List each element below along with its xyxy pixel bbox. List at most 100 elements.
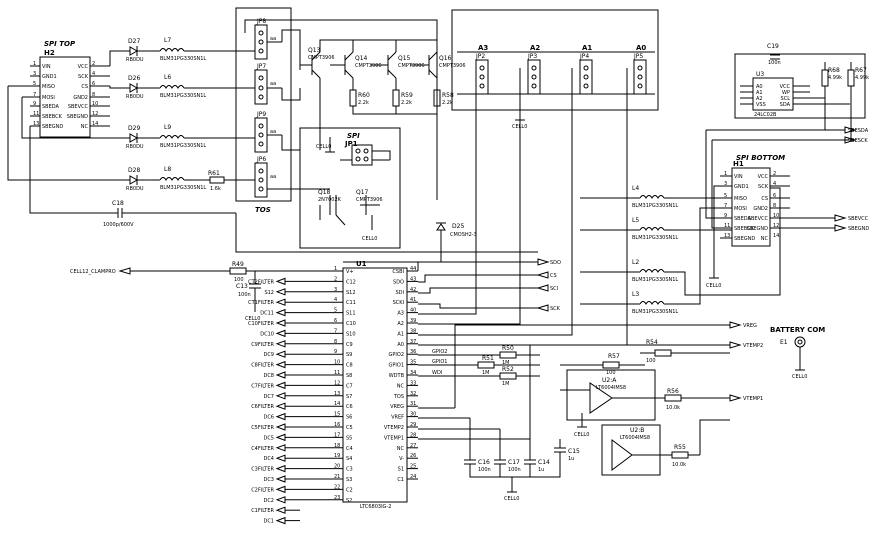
u1-pin-name-left: S6	[346, 415, 352, 421]
bus-sbesck: SBESCK	[848, 138, 868, 144]
u1-pin-name-right: NC	[397, 383, 405, 389]
u3-pin-right: VCC	[780, 84, 791, 90]
h1-pin-num-left: 1	[724, 171, 727, 177]
u1-pin-num-left: 23	[334, 495, 340, 501]
r61-value: 1.6k	[210, 186, 221, 192]
u1-pin-name-right: TOS	[393, 394, 404, 400]
u1-pin-num-left: 10	[334, 360, 340, 366]
diode-ref: D26	[128, 75, 140, 82]
u1-pin-num-left: 2	[334, 276, 337, 282]
h2-pin-num-right: 2	[92, 61, 95, 67]
u1-pin-name-left: S4	[346, 456, 352, 462]
h2-pin-num-right: 14	[92, 121, 98, 127]
u3-part: 24LC02B	[754, 112, 777, 118]
u1-pin-name-right: S1	[398, 467, 404, 473]
u1-left-net: C5FILTER	[251, 425, 274, 431]
h1-pin-name-right: SBEGND	[747, 226, 768, 232]
cap-value: 1u	[568, 456, 574, 462]
u1-pin-name-left: C12	[346, 279, 356, 285]
jumper-pin-label: aa	[270, 81, 276, 87]
r55-value: 10.0k	[672, 462, 686, 468]
r68-value: 4.99k	[828, 75, 842, 81]
u1-left-net: DC2	[263, 498, 274, 504]
bus-sbevcc: SBEVCC	[848, 216, 869, 222]
u3-pin-right: SDA	[780, 102, 791, 108]
r51-ref: R51	[482, 355, 494, 362]
addr-label: A2	[530, 44, 540, 52]
u1-pin-name-right: NC	[397, 446, 405, 452]
cap-value: 100n	[478, 467, 491, 473]
u1-pin-name-left: S12	[346, 290, 356, 296]
u1-left-net: C7FILTER	[251, 383, 274, 389]
u1-ref: U1	[356, 260, 367, 268]
u1-pin-num-right: 39	[410, 318, 416, 324]
u1-pin-name-right: A0	[397, 342, 404, 348]
transistor-part: CMPT3906	[356, 197, 383, 203]
r56-value: 10.0k	[666, 405, 680, 411]
out-vtemp2: VTEMP2	[743, 343, 763, 349]
r49-value: 100	[234, 277, 244, 283]
u1-pin-name-left: C5	[346, 425, 353, 431]
resistor-value: 2.2k	[401, 100, 412, 106]
r55-ref: R55	[674, 444, 686, 451]
inductor-part: BLM31PG330SN1L	[160, 56, 206, 62]
u1-pin-num-left: 4	[334, 297, 337, 303]
transistor-ref: Q14	[355, 55, 368, 62]
h2-pin-num-left: 3	[33, 71, 36, 77]
u1-left-net: C8FILTER	[251, 363, 274, 369]
h1-pin-name-left: SBEDA	[734, 216, 752, 222]
gnd-label-addr: CELL0	[512, 124, 527, 130]
transistor-ref: Q15	[398, 55, 411, 62]
u1-pin-num-left: 17	[334, 432, 340, 438]
transistor-ref: Q17	[356, 189, 369, 196]
u1-pin-name-left: C2	[346, 487, 353, 493]
h1-pin-num-left: 3	[724, 181, 727, 187]
h1-pin-num-left: 13	[724, 233, 730, 239]
u3-pin-left: VSS	[756, 102, 766, 108]
u1-pin-name-left: C9	[346, 342, 353, 348]
r52-ref: R52	[502, 366, 514, 373]
u2b-part: LT6004IMS8	[620, 435, 650, 441]
cap-ref: C16	[478, 459, 490, 466]
u1-left-net: DC10	[260, 331, 274, 337]
jumper-pin-label: aa	[270, 36, 276, 42]
inductor-part: BLM31PG330SN1L	[632, 235, 678, 241]
u1-pin-name-right: WDTB	[389, 373, 405, 379]
u1-pin-num-right: 27	[410, 443, 416, 449]
resistor-ref: R60	[358, 92, 370, 99]
u1-net-sck: SCK	[550, 306, 561, 312]
inductor-part: BLM31PG330SN1L	[160, 185, 206, 191]
h2-pin-name-right: SBEVCC	[68, 104, 89, 110]
gnd-label-q17: CELL0	[362, 236, 377, 242]
h1-pin-num-right: 2	[773, 171, 776, 177]
d25-ref: D25	[452, 223, 464, 230]
u1-pin-name-left: V+	[346, 269, 354, 275]
u1-net-sci: SCI	[550, 286, 558, 292]
e1-ref: E1	[780, 339, 788, 346]
c13-value: 100n	[238, 292, 251, 298]
gpio-net-label: GPIO1	[432, 359, 447, 365]
u1-pin-name-right: SDI	[396, 290, 405, 296]
u3-ref: U3	[756, 71, 764, 78]
u3-pin-left: A1	[756, 90, 763, 96]
u1-pin-name-left: C8	[346, 363, 353, 369]
cap-value: 1u	[538, 467, 544, 473]
u1-pin-name-right: A2	[397, 321, 404, 327]
gpio-net-label: GPIO2	[432, 349, 447, 355]
u1-pin-name-left: S2	[346, 498, 352, 504]
jp1-ref: JP1	[344, 140, 358, 148]
spi-bottom-title: SPI BOTTOM	[736, 154, 785, 162]
gnd-label-u2: CELL0	[574, 432, 589, 438]
u1-pin-name-right: SDO	[393, 279, 404, 285]
u1-pin-name-right: VTEMP2	[384, 425, 404, 431]
u1-pin-num-right: 30	[410, 412, 416, 418]
u3-pin-left: A0	[756, 84, 763, 90]
diode-part: RB0DU	[126, 186, 144, 192]
h2-pin-num-right: 6	[92, 81, 95, 87]
u1-left-net: C4FILTER	[251, 446, 274, 452]
inductor-ref: L7	[164, 37, 171, 44]
u1-pin-num-right: 35	[410, 360, 416, 366]
diode-ref: D29	[128, 125, 140, 132]
u1-pin-name-left: S5	[346, 435, 352, 441]
r49-ref: R49	[232, 261, 244, 268]
